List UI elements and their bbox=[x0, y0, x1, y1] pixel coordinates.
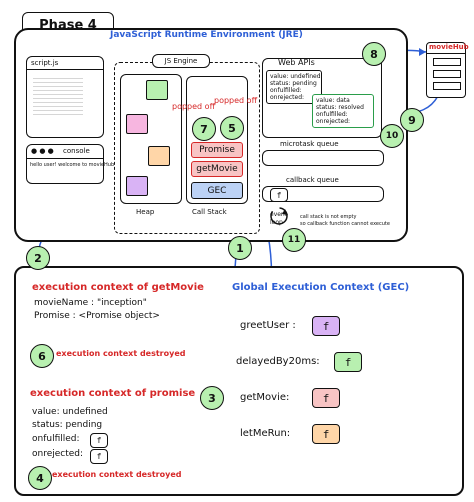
gec-getmovie-fn: f bbox=[312, 388, 340, 408]
callback-fn-item: f bbox=[270, 188, 288, 202]
promise2-onrejected: onrejected: bbox=[316, 118, 351, 125]
script-js-divider bbox=[27, 69, 103, 70]
moviehub-device: movieHub bbox=[426, 42, 469, 98]
promise2-status: status: resolved bbox=[316, 104, 364, 111]
gec-entry-delayedby20ms: delayedBy20ms: bbox=[236, 356, 320, 367]
script-js-title: script.js bbox=[31, 59, 59, 67]
web-apis-title: Web APIs bbox=[278, 58, 315, 67]
heap-label: Heap bbox=[136, 208, 155, 216]
jre-title: JavaScript Runtime Environment (JRE) bbox=[110, 30, 303, 40]
gec-greetuser-fn: f bbox=[312, 316, 340, 336]
call-stack-label: Call Stack bbox=[192, 208, 227, 216]
console-divider bbox=[27, 158, 103, 159]
step-7: 7 bbox=[192, 117, 216, 141]
stack-item-getmovie-label: getMovie bbox=[196, 164, 238, 174]
moviehub-title: movieHub bbox=[429, 43, 469, 51]
promise-obj-2: value: data status: resolved onfulfilled… bbox=[312, 94, 374, 128]
execution-contexts-container bbox=[14, 266, 464, 496]
stack-item-getmovie: getMovie bbox=[191, 161, 243, 177]
event-loop-icon bbox=[270, 207, 288, 225]
gec-entry-greetuser: greetUser : bbox=[240, 320, 296, 331]
step-1: 1 bbox=[228, 236, 252, 260]
js-engine-label-box: JS Engine bbox=[152, 54, 210, 68]
gec-entry-getmovie: getMovie: bbox=[240, 392, 290, 403]
moviehub-row-3 bbox=[433, 82, 461, 90]
ec-getmovie-line2: Promise : <Promise object> bbox=[34, 311, 160, 321]
ec-promise-onrejected: onrejected: bbox=[32, 449, 84, 459]
microtask-queue bbox=[262, 150, 384, 166]
step-5: 5 bbox=[220, 116, 244, 140]
ec-promise-title: execution context of promise bbox=[30, 388, 196, 399]
popped-off-1: popped off bbox=[172, 102, 216, 111]
heap-purple-obj bbox=[126, 176, 148, 196]
ec-promise-onfulfilled-fn: f bbox=[90, 433, 108, 448]
gec-letmerun-fn: f bbox=[312, 424, 340, 444]
js-engine-title: JS Engine bbox=[164, 57, 198, 65]
step-10: 10 bbox=[380, 124, 404, 148]
console-panel: ● ● ● console hello user! welcome to mov… bbox=[26, 144, 114, 184]
promise2-value: value: data bbox=[316, 97, 350, 104]
step-6: 6 bbox=[30, 344, 54, 368]
stack-item-promise: Promise bbox=[191, 142, 243, 158]
ec-promise-onrejected-fn: f bbox=[90, 449, 108, 464]
step-11: 11 bbox=[282, 228, 306, 252]
ec-promise-status: status: pending bbox=[32, 420, 103, 430]
callback-title: callback queue bbox=[286, 176, 339, 184]
console-output: hello user! welcome to movieHub bbox=[30, 162, 115, 168]
step-8: 8 bbox=[362, 42, 386, 66]
event-loop-note1: call stack is not empty bbox=[300, 214, 357, 220]
heap-peach-obj bbox=[148, 146, 170, 166]
moviehub-row-2 bbox=[433, 70, 461, 78]
console-title: console bbox=[63, 147, 90, 155]
promise1-onfulfilled: onfulfilled: bbox=[270, 87, 302, 94]
promise1-onrejected: onrejected: bbox=[270, 94, 305, 101]
ec-promise-destroyed: execution context destroyed bbox=[52, 470, 182, 479]
promise2-onfulfilled: onfulfilled: bbox=[316, 111, 348, 118]
ec-promise-value: value: undefined bbox=[32, 407, 108, 417]
callback-queue bbox=[262, 186, 384, 202]
ec-promise-onfulfilled: onfulfilled: bbox=[32, 434, 80, 444]
promise1-value: value: undefined bbox=[270, 73, 321, 80]
ec-getmovie-destroyed: execution context destroyed bbox=[56, 349, 186, 358]
step-9: 9 bbox=[400, 108, 424, 132]
console-dot-icon: ● ● ● bbox=[31, 147, 54, 155]
stack-item-gec-label: GEC bbox=[207, 185, 227, 196]
gec-title: Global Execution Context (GEC) bbox=[232, 282, 410, 293]
microtask-title: microtask queue bbox=[280, 140, 339, 148]
ec-getmovie-line1: movieName : "inception" bbox=[34, 298, 147, 308]
popped-off-2: popped off bbox=[214, 96, 258, 105]
heap-pink-obj bbox=[126, 114, 148, 134]
stack-item-gec: GEC bbox=[191, 182, 243, 199]
ec-getmovie-title: execution context of getMovie bbox=[32, 282, 204, 293]
script-js-code bbox=[33, 75, 83, 115]
gec-entry-letmerun: letMeRun: bbox=[240, 428, 291, 439]
moviehub-divider bbox=[427, 53, 465, 54]
script-js-panel: script.js bbox=[26, 56, 104, 138]
moviehub-row-1 bbox=[433, 58, 461, 66]
step-2: 2 bbox=[26, 246, 50, 270]
stack-item-promise-label: Promise bbox=[199, 145, 235, 155]
step-3: 3 bbox=[200, 386, 224, 410]
gec-delayedby20ms-fn: f bbox=[334, 352, 362, 372]
promise1-status: status: pending bbox=[270, 80, 317, 87]
event-loop-note2: so callback function cannot execute bbox=[300, 221, 390, 227]
step-4: 4 bbox=[28, 466, 52, 490]
heap-green-obj bbox=[146, 80, 168, 100]
event-loop-label: event loop bbox=[270, 211, 288, 226]
